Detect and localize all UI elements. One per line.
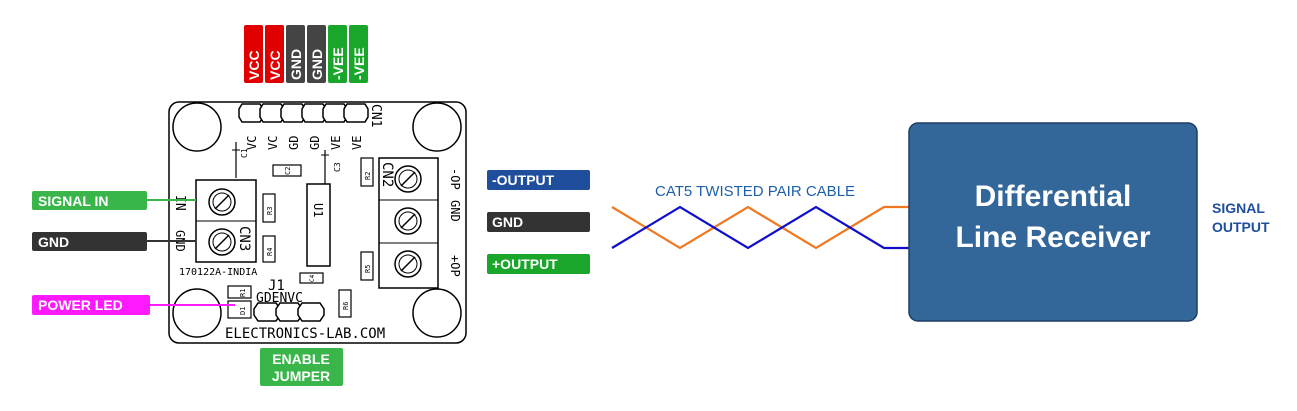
capacitor-c1: C1 <box>232 142 249 178</box>
j1-label: J1 <box>268 278 285 294</box>
in-silk-label: IN <box>172 195 187 211</box>
cable-label: CAT5 TWISTED PAIR CABLE <box>655 183 855 200</box>
cn1-label: CN1 <box>368 104 383 127</box>
resistor-r2: R2 <box>360 157 374 187</box>
svg-text:POWER LED: POWER LED <box>38 297 123 313</box>
header-pin-vee-1: -VEE <box>328 25 347 83</box>
pcb-board: CN1 VC VC GD GD VE VE C1 C2 C3 R <box>168 101 467 344</box>
cn2-terminal-block: CN2 <box>378 157 439 289</box>
svg-text:VE: VE <box>350 136 364 150</box>
svg-text:C4: C4 <box>309 274 316 282</box>
svg-text:+OUTPUT: +OUTPUT <box>492 256 558 272</box>
svg-text:VC: VC <box>245 136 259 150</box>
cn1-silk-labels: VC VC GD GD VE VE <box>245 136 364 150</box>
capacitor-c2: C2 <box>272 164 302 177</box>
resistor-r4: R4 <box>262 235 276 263</box>
svg-text:GND: GND <box>38 234 69 250</box>
header-pin-labels: VCC VCC GND GND -VEE -VEE <box>244 25 368 83</box>
svg-text:Differential: Differential <box>975 180 1132 213</box>
op-neg-silk: -OP <box>448 168 462 190</box>
signal-in-label: SIGNAL IN <box>32 191 147 210</box>
svg-text:Line Receiver: Line Receiver <box>955 221 1150 254</box>
svg-text:CN3: CN3 <box>236 226 252 251</box>
capacitor-c4: C4 <box>299 272 324 284</box>
svg-text:C2: C2 <box>284 167 292 175</box>
header-pin-gnd-1: GND <box>286 25 305 83</box>
resistor-r1: R1 <box>227 285 252 299</box>
op-pos-silk: +OP <box>448 255 462 277</box>
svg-text:R1: R1 <box>239 289 247 297</box>
svg-text:SIGNAL IN: SIGNAL IN <box>38 193 109 209</box>
svg-text:C3: C3 <box>333 162 342 172</box>
power-led-label: POWER LED <box>32 295 150 315</box>
signal-output-label: SIGNAL OUTPUT <box>1212 200 1270 235</box>
capacitor-c3: C3 <box>321 150 342 186</box>
resistor-r3: R3 <box>262 193 276 223</box>
op-gnd-silk: GND <box>448 200 462 222</box>
cable-wire-blue <box>611 205 910 250</box>
svg-text:GND: GND <box>309 49 325 80</box>
mounting-hole-top-left <box>172 102 222 152</box>
svg-text:VCC: VCC <box>267 50 283 80</box>
enable-jumper-label: ENABLE JUMPER <box>260 348 343 386</box>
svg-text:R2: R2 <box>364 172 372 180</box>
svg-text:D1: D1 <box>239 307 247 315</box>
mounting-hole-bottom-left <box>172 288 222 338</box>
header-pin-vee-2: -VEE <box>349 25 368 83</box>
resistor-r6: R6 <box>338 289 352 318</box>
board-id: 170122A-INDIA <box>179 267 257 278</box>
svg-text:OUTPUT: OUTPUT <box>1212 219 1270 235</box>
svg-text:R3: R3 <box>266 207 274 215</box>
cn1-header <box>238 103 369 123</box>
svg-text:R6: R6 <box>342 302 350 310</box>
header-pin-vcc-1: VCC <box>244 25 263 83</box>
cable-wire-orange <box>611 205 910 250</box>
svg-text:R4: R4 <box>266 248 274 256</box>
neg-output-label: -OUTPUT <box>487 170 590 190</box>
svg-text:CN2: CN2 <box>379 162 395 187</box>
j1-jumper-pads <box>253 302 325 322</box>
mounting-hole-bottom-right <box>412 288 462 338</box>
led-d1: D1 <box>227 300 252 319</box>
svg-text:-OUTPUT: -OUTPUT <box>492 172 555 188</box>
brand-text: ELECTRONICS-LAB.COM <box>225 326 385 342</box>
cn3-terminal-block: CN3 <box>195 179 257 263</box>
header-pin-gnd-2: GND <box>307 25 326 83</box>
svg-text:SIGNAL: SIGNAL <box>1212 200 1265 216</box>
svg-text:GD: GD <box>308 136 322 150</box>
svg-text:R5: R5 <box>364 265 372 273</box>
gnd-output-label: GND <box>487 212 590 232</box>
resistor-r5: R5 <box>360 251 374 281</box>
gnd-in-label: GND <box>32 232 147 251</box>
svg-text:VE: VE <box>329 136 343 150</box>
svg-text:GND: GND <box>492 214 523 230</box>
svg-text:C1: C1 <box>240 148 249 158</box>
svg-text:U1: U1 <box>311 203 325 217</box>
svg-text:ENABLE: ENABLE <box>272 351 330 367</box>
svg-text:VCC: VCC <box>246 50 262 80</box>
pos-output-label: +OUTPUT <box>487 254 590 274</box>
svg-text:JUMPER: JUMPER <box>272 368 330 384</box>
mounting-hole-top-right <box>412 102 462 152</box>
svg-text:-VEE: -VEE <box>351 47 367 80</box>
ic-u1: U1 <box>306 183 331 267</box>
svg-text:VC: VC <box>266 136 280 150</box>
header-pin-vcc-2: VCC <box>265 25 284 83</box>
svg-text:GND: GND <box>288 49 304 80</box>
svg-text:GD: GD <box>287 136 301 150</box>
differential-line-receiver-block: Differential Line Receiver <box>908 122 1198 322</box>
svg-text:-VEE: -VEE <box>330 47 346 80</box>
